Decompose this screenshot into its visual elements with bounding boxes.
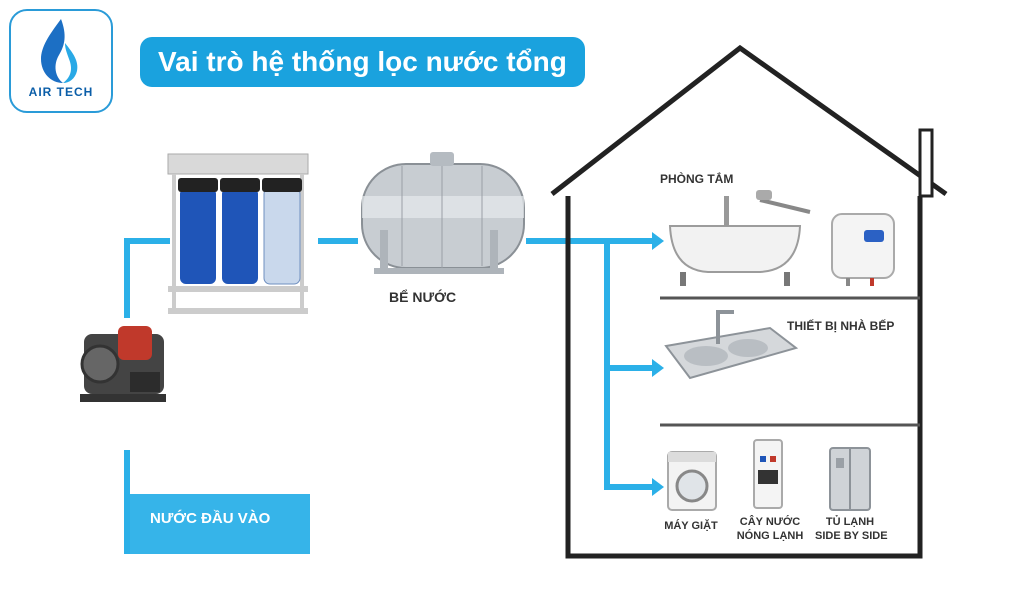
water-drop-logo-icon [41,19,78,83]
kitchen-label: THIẾT BỊ NHÀ BẾP [787,319,895,333]
water-heater-icon [831,213,895,286]
bathtub-icon [668,190,811,286]
water-pipes [124,232,664,496]
dispenser-label-line2: NÓNG LẠNH [736,530,804,542]
tank-label: BỂ NƯỚC [389,289,457,305]
logo-text: AIR TECH [28,85,94,99]
input-water-label: NƯỚC ĐẦU VÀO [150,510,271,527]
chimney [918,128,934,198]
washing-machine-icon [667,451,717,511]
water-tank-icon [361,152,525,274]
water-dispenser-icon [753,439,783,509]
water-pump-icon [80,326,166,402]
input-water-box [124,450,310,554]
fridge-label-line2: SIDE BY SIDE [815,530,888,542]
bathroom-label: PHÒNG TẮM [660,172,734,186]
dispenser-label-line1: CÂY NƯỚC [739,516,801,528]
fridge-label-line1: TỦ LẠNH [825,516,875,528]
fridge-icon [829,447,871,511]
house-outline [550,44,948,559]
kitchen-sink-icon [664,310,799,380]
air-tech-logo: AIR TECH [9,9,113,113]
washer-label: MÁY GIẶT [664,520,718,532]
page-title: Vai trò hệ thống lọc nước tổng [140,37,585,87]
filter-housings-icon [167,153,309,314]
